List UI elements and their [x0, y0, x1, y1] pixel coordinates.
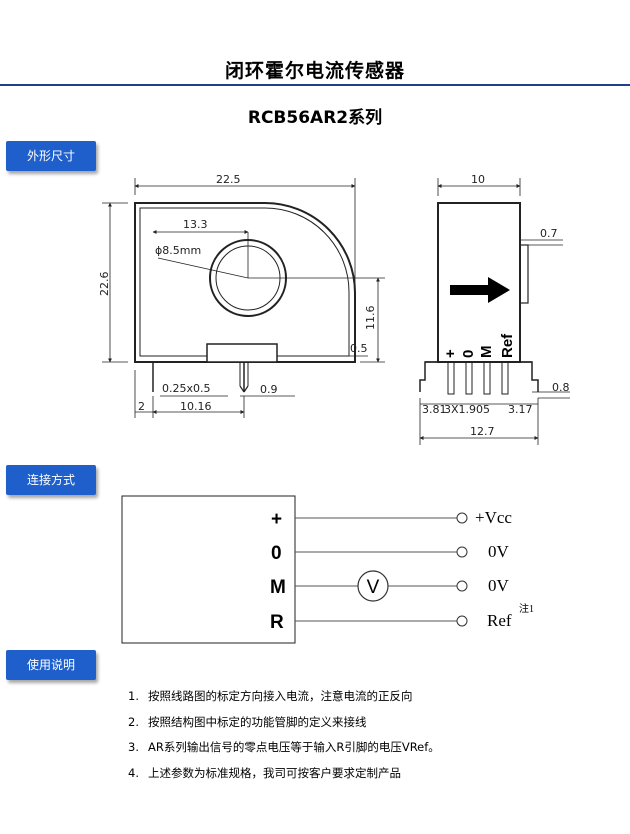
note-item: 3.AR系列输出信号的零点电压等于输入R引脚的电压VRef。 — [128, 740, 440, 754]
side-pin-label-ref: Ref — [499, 333, 516, 358]
front-body-outline — [134, 202, 356, 363]
terminal-label-0v-a: 0V — [488, 542, 510, 561]
terminal-0v-a — [456, 546, 468, 558]
front-body-inner — [139, 207, 350, 357]
pin-size-label: 0.25x0.5 — [162, 382, 211, 395]
model-title: RCB56AR2系列 — [247, 108, 383, 128]
side-depth-label: 10 — [471, 173, 485, 186]
pin-plus: + — [271, 509, 282, 530]
note-item: 1.按照线路图的标定方向接入电流，注意电流的正反向 — [128, 689, 413, 703]
terminal-ref — [456, 615, 468, 627]
side-pin-pitch-label: 3.81 — [422, 403, 447, 416]
hole-offset-label: 13.3 — [183, 218, 208, 231]
section-tab-connection: 连接方式 — [6, 465, 96, 495]
note-mark: 注1 — [519, 602, 534, 615]
pin-spacing-label: 10.16 — [180, 400, 212, 413]
pin-zero: 0 — [271, 543, 282, 564]
terminal-0v-b — [456, 580, 468, 592]
voltmeter — [357, 570, 389, 602]
front-height-label: 22.6 — [98, 272, 111, 297]
tab-height-label: 0.5 — [350, 342, 368, 355]
hole-height-label: 11.6 — [364, 306, 377, 331]
section-tab-usage: 使用说明 — [6, 650, 96, 680]
usage-notes: 1.按照线路图的标定方向接入电流，注意电流的正反向 2.按照结构图中标定的功能管… — [128, 688, 440, 790]
side-pin-pitch-detail-label: 3X1.905 — [444, 403, 490, 416]
side-pin-end-label: 3.17 — [508, 403, 533, 416]
side-total-label: 12.7 — [470, 425, 495, 438]
document-title: 闭环霍尔电流传感器 — [224, 60, 405, 82]
edge-label: 2 — [138, 400, 145, 413]
terminal-label-ref: Ref — [487, 611, 512, 630]
hole-diameter-label: ϕ8.5mm — [155, 244, 201, 257]
section-tab-dimensions: 外形尺寸 — [6, 141, 96, 171]
voltmeter-label: V — [367, 577, 380, 598]
side-pin-label-plus: + — [442, 349, 459, 358]
note-item: 4.上述参数为标准规格，我司可按客户要求定制产品 — [128, 765, 401, 780]
pin-m: M — [270, 577, 286, 598]
pin-r: R — [270, 612, 284, 633]
current-direction-arrow — [450, 277, 510, 303]
side-pin-label-m: M — [478, 346, 495, 359]
terminal-vcc — [456, 512, 468, 524]
terminal-label-0v-b: 0V — [488, 576, 510, 595]
side-tab-label: 0.7 — [540, 227, 558, 240]
pin-gap-label: 0.9 — [260, 383, 278, 396]
note-item: 2.按照结构图中标定的功能管脚的定义来接线 — [128, 714, 367, 729]
side-pin-label-zero: 0 — [460, 350, 477, 358]
sensor-box — [121, 495, 296, 644]
front-width-label: 22.5 — [216, 173, 241, 186]
side-pin-offset-label: 0.8 — [552, 381, 570, 394]
terminal-label-vcc: +Vcc — [475, 508, 512, 527]
title-rule — [0, 84, 630, 86]
